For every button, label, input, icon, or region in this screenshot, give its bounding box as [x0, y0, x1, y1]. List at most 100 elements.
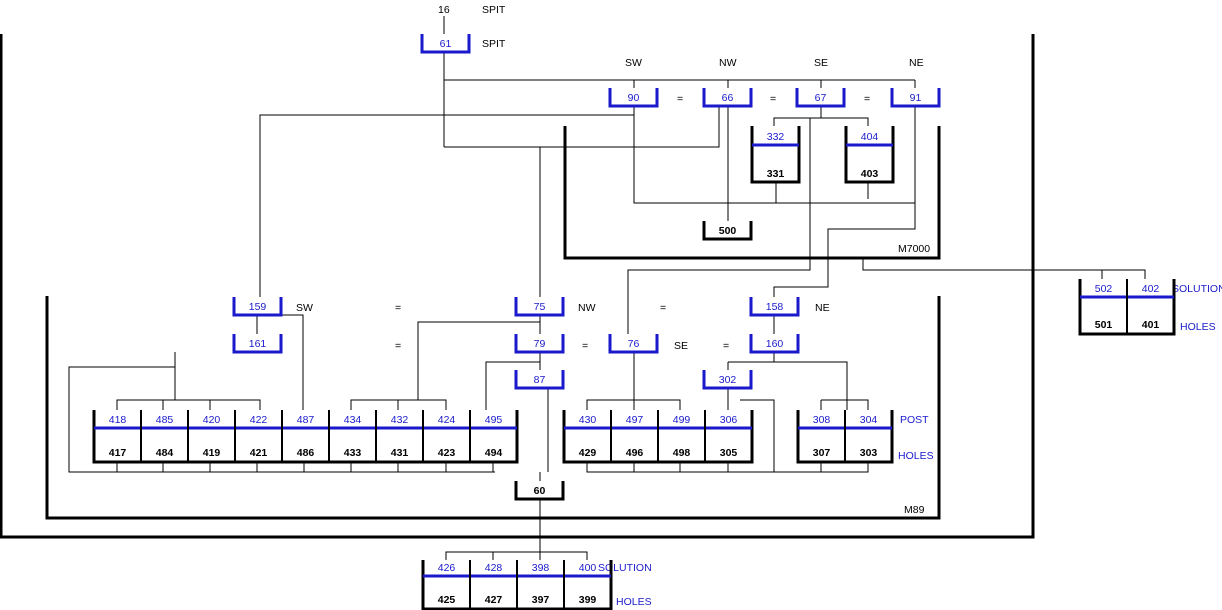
post-group-1-cell-5-top: 434	[344, 414, 362, 426]
ori-ne-top: NE	[909, 57, 924, 69]
unit-67: 67	[795, 88, 846, 108]
bottom-solution-group-cell-0-top: 426	[438, 562, 456, 574]
post-group-1-cell-8-top: 495	[485, 414, 503, 426]
bottom-solution-group-cell-3-bottom: 399	[579, 594, 597, 606]
post-group-3-cell-1-top: 304	[860, 414, 878, 426]
unit-76: 76	[608, 334, 659, 354]
unit-158: 158	[749, 297, 800, 317]
post-group-2-cell-0-top: 430	[579, 414, 597, 426]
post-group-1-cell-2-bottom: 419	[203, 447, 221, 459]
post-group-1-cell-2-top: 420	[203, 414, 221, 426]
post-group-2-cell-3-bottom: 305	[720, 447, 738, 459]
eq-1: =	[677, 93, 683, 105]
unit-79-number: 79	[534, 338, 546, 350]
spit-box-label: SPIT	[482, 38, 506, 50]
solution-label-right: SOLUTION	[1172, 283, 1222, 295]
connector-lines	[68, 16, 1146, 560]
post-group-1-cell-5-bottom: 433	[344, 447, 362, 459]
eq-6: =	[395, 340, 401, 352]
bottom-solution-group-cell-2-top: 398	[532, 562, 550, 574]
bottom-solution-group-cell-1-top: 428	[485, 562, 503, 574]
post-group-1-cell-8-bottom: 494	[485, 447, 503, 459]
post-group-1-cell-3-top: 422	[250, 414, 268, 426]
holes-label-bottom: HOLES	[616, 596, 652, 608]
unit-87: 87	[514, 370, 565, 390]
post-group-2-cell-3-top: 306	[720, 414, 738, 426]
eq-2: =	[770, 93, 776, 105]
unit-302-number: 302	[719, 374, 737, 386]
post-group-2-cell-2-bottom: 498	[673, 447, 691, 459]
eq-3: =	[864, 93, 870, 105]
unit-90-number: 90	[628, 92, 640, 104]
top-labels: 16 SPIT SPIT SW NW SE NE = = = M7000 M89…	[296, 4, 1222, 608]
unit-75-number: 75	[534, 301, 546, 313]
post-group-2-cell-1-bottom: 496	[626, 447, 644, 459]
eq-4: =	[395, 302, 401, 314]
unit-60-number: 60	[534, 485, 546, 497]
top-spit-label: SPIT	[482, 4, 506, 16]
ori-nw-top: NW	[719, 57, 737, 69]
frames	[0, 34, 1035, 539]
post-label: POST	[900, 414, 929, 426]
bottom-solution-group-cell-3-top: 400	[579, 562, 597, 574]
holes-label-right: HOLES	[1180, 321, 1216, 333]
eq-5: =	[660, 302, 666, 314]
unit-159-number: 159	[249, 301, 267, 313]
unit-79: 79	[514, 334, 565, 354]
right-solution-group-cell-1-bottom: 401	[1142, 319, 1160, 331]
m89-label: M89	[904, 504, 925, 516]
ori-se-lower: SE	[674, 340, 688, 352]
unit-500: 500	[702, 221, 753, 241]
bottom-solution-group-cell-1-bottom: 427	[485, 594, 503, 606]
unit-76-number: 76	[628, 338, 640, 350]
unit-91: 91	[890, 88, 941, 108]
post-group-1-cell-1-bottom: 484	[156, 447, 174, 459]
unit-87-number: 87	[534, 374, 546, 386]
post-group-1-cell-1-top: 485	[156, 414, 174, 426]
ori-ne-lower: NE	[815, 302, 830, 314]
eq-8: =	[723, 340, 729, 352]
ori-sw-top: SW	[625, 57, 642, 69]
outer-frame	[0, 34, 1035, 539]
right-solution-group-cell-0-top: 502	[1095, 283, 1113, 295]
unit-91-number: 91	[910, 92, 922, 104]
right-solution-group-cell-1-top: 402	[1142, 283, 1160, 295]
pair-1-bottom: 403	[861, 168, 879, 180]
unit-161-number: 161	[249, 338, 267, 350]
unit-160: 160	[749, 334, 800, 354]
ori-sw-lower: SW	[296, 302, 313, 314]
post-group-2-cell-2-top: 499	[673, 414, 691, 426]
unit-158-number: 158	[766, 301, 784, 313]
unit-66: 66	[702, 88, 753, 108]
post-group-1-cell-6-bottom: 431	[391, 447, 409, 459]
unit-66-number: 66	[722, 92, 734, 104]
unit-67-number: 67	[815, 92, 827, 104]
post-group-1-cell-7-top: 424	[438, 414, 456, 426]
unit-61: 61	[420, 34, 471, 54]
post-group-2-cell-1-top: 497	[626, 414, 644, 426]
unit-90: 90	[608, 88, 659, 108]
post-group-3-cell-0-bottom: 307	[813, 447, 831, 459]
m89-frame	[45, 296, 941, 520]
m7000-label: M7000	[898, 243, 930, 255]
post-group-3-cell-1-bottom: 303	[860, 447, 878, 459]
pair-0-top: 332	[767, 131, 785, 143]
bottom-solution-group-cell-2-bottom: 397	[532, 594, 550, 606]
ori-nw-lower: NW	[578, 302, 596, 314]
unit-160-number: 160	[766, 338, 784, 350]
bottom-solution-group-cell-0-bottom: 425	[438, 594, 456, 606]
post-group-1-cell-4-top: 487	[297, 414, 315, 426]
post-group-1-cell-6-top: 432	[391, 414, 409, 426]
post-group-1-cell-4-bottom: 486	[297, 447, 315, 459]
holes-label-lower: HOLES	[898, 450, 934, 462]
unit-159: 159	[232, 297, 283, 317]
post-group-1-cell-3-bottom: 421	[250, 447, 268, 459]
top-number: 16	[438, 4, 450, 16]
post-group-1-cell-7-bottom: 423	[438, 447, 456, 459]
